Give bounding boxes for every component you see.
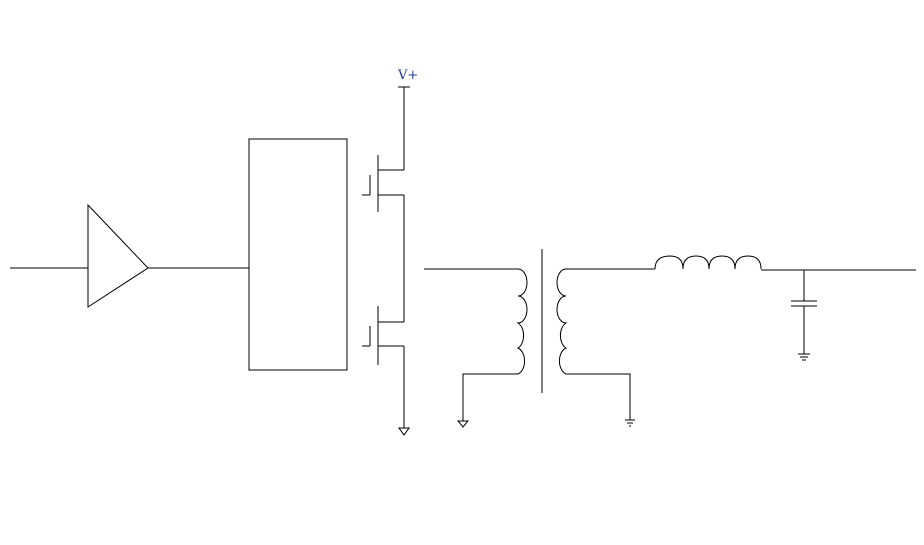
filter-capacitor: [791, 270, 817, 361]
driver-block: [248, 138, 348, 371]
amplifier-symbol: [87, 203, 149, 308]
supply-label: V+: [397, 68, 418, 83]
output-inductor: [654, 255, 762, 270]
ground-arrow-symbol: [398, 427, 410, 436]
low-side-mosfet: [362, 306, 404, 365]
high-side-mosfet: [362, 155, 404, 212]
transformer-primary: [424, 268, 528, 428]
transformer-secondary: [556, 268, 655, 427]
